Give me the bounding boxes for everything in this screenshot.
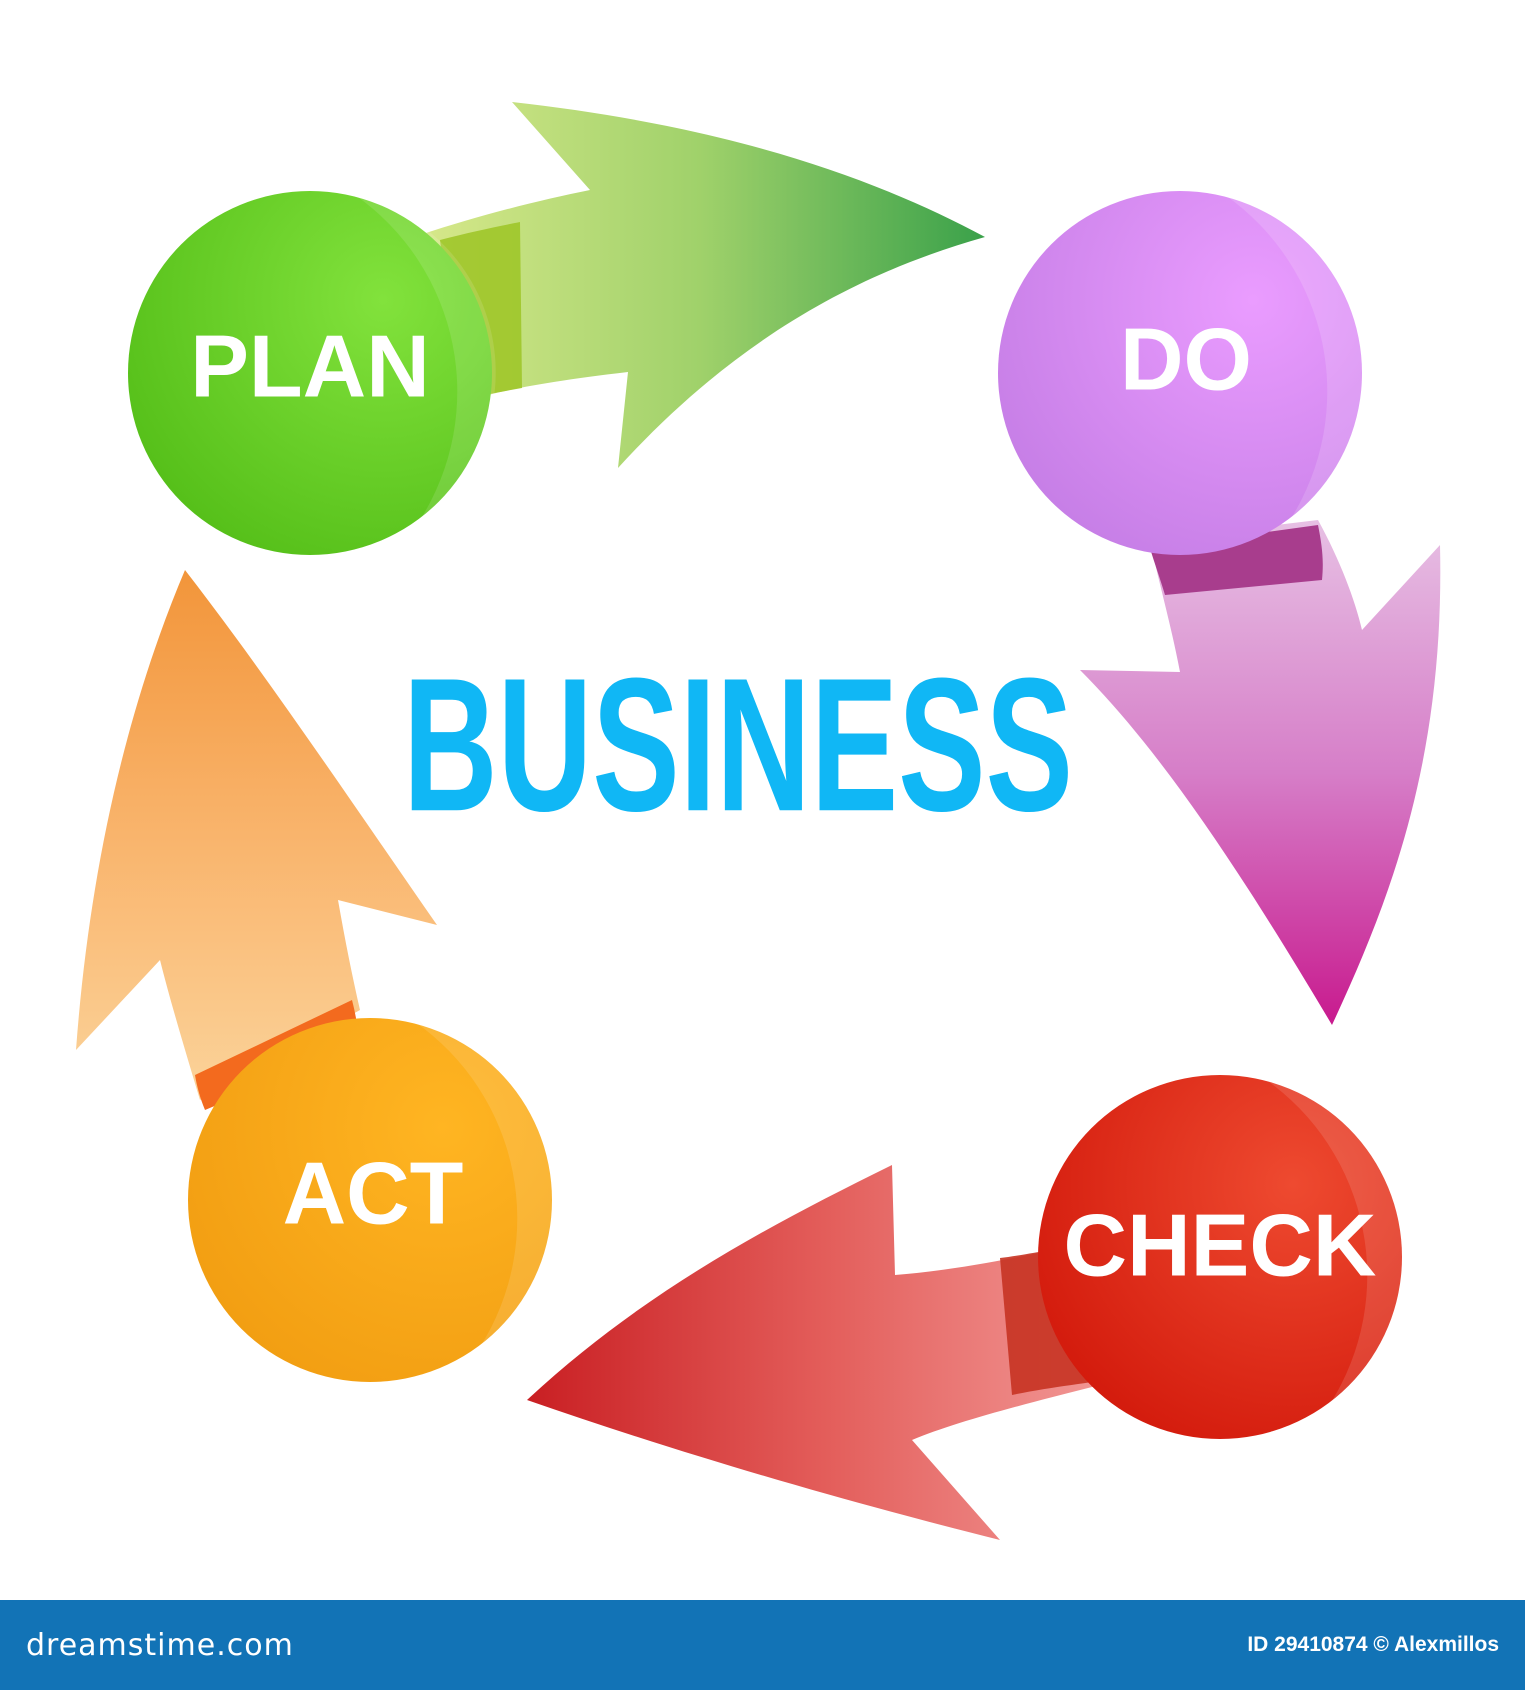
stage-do: DO	[998, 191, 1366, 555]
diagram-title: BUSINESS	[403, 639, 1073, 851]
footer-bar: dreamstime.com ID 29410874 © Alexmillos	[0, 1600, 1525, 1690]
stage-label-plan: PLAN	[190, 316, 430, 415]
stage-label-act: ACT	[283, 1143, 464, 1242]
stage-plan: PLAN	[128, 191, 496, 555]
arrow-plan-to-do	[420, 102, 985, 468]
stage-check: CHECK	[1038, 1075, 1406, 1439]
pdca-cycle-diagram: PLAN DO CHECK ACT BUSINESS	[76, 102, 1441, 1540]
footer-brand[interactable]: dreamstime.com	[26, 1627, 294, 1663]
footer-credit: ID 29410874 © Alexmillos	[1247, 1633, 1499, 1656]
stage-act: ACT	[188, 1018, 556, 1382]
arrow-check-to-act	[527, 1165, 1120, 1540]
arrow-do-to-check	[1080, 520, 1441, 1025]
stage-label-do: DO	[1120, 309, 1252, 408]
stage-label-check: CHECK	[1064, 1195, 1377, 1294]
